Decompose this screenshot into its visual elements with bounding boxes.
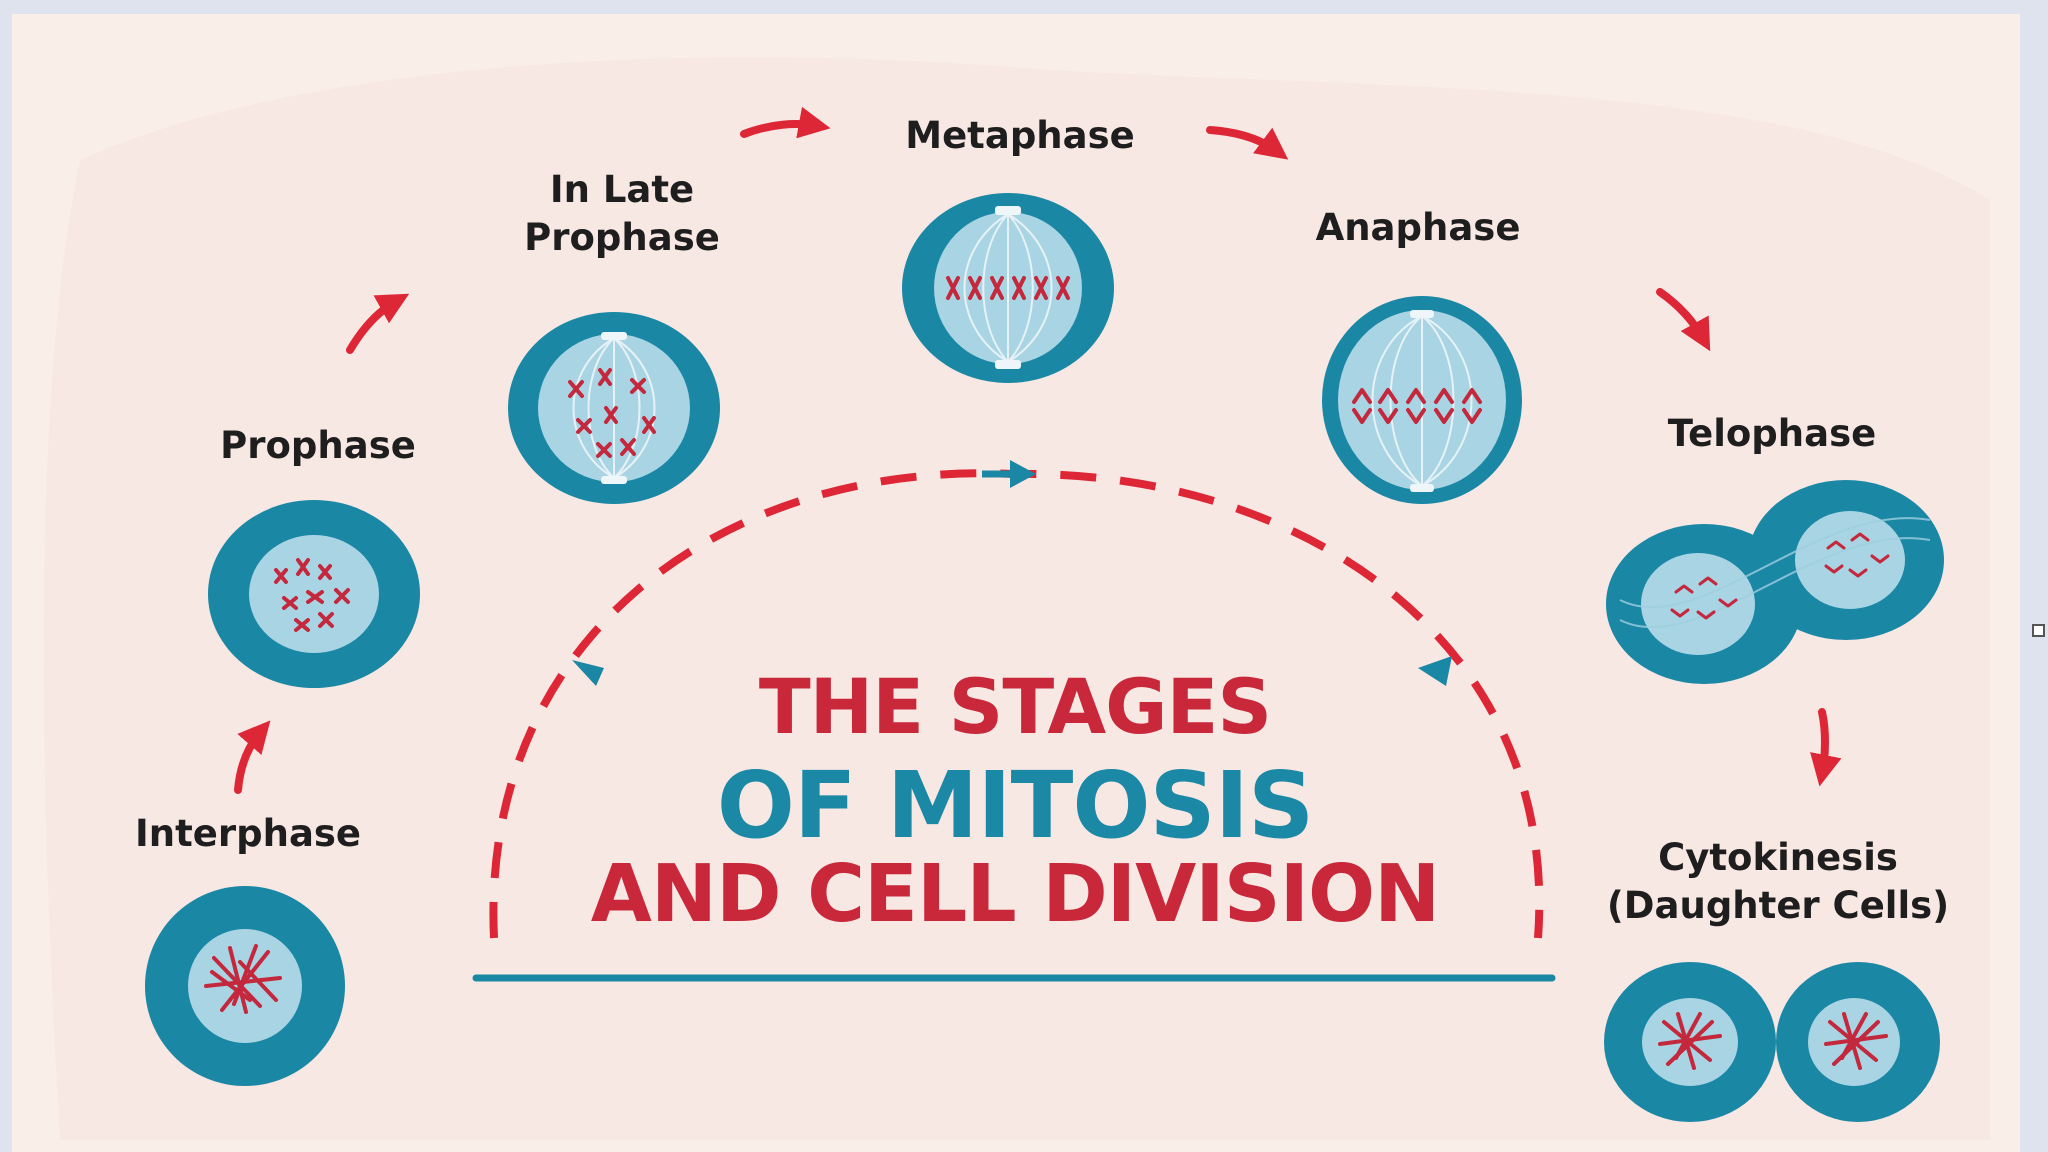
title-of: OF xyxy=(716,752,887,859)
cell-daughter-left xyxy=(1604,962,1776,1122)
chromosome-icon xyxy=(1658,1012,1722,1070)
arrow-icon xyxy=(1656,288,1711,352)
arrow-icon xyxy=(234,720,271,794)
label-metaphase: Metaphase xyxy=(905,114,1135,157)
cell-telophase xyxy=(1606,480,1944,684)
chromosome-icon xyxy=(204,944,282,1014)
spindle-icon xyxy=(572,337,656,479)
label-anaphase: Anaphase xyxy=(1315,206,1521,249)
title-mitosis: MITOSIS xyxy=(886,752,1314,859)
spindle-icon xyxy=(1619,517,1931,628)
resize-handle[interactable] xyxy=(2032,624,2045,637)
progression-arrows xyxy=(234,106,1842,794)
cell-interphase xyxy=(145,886,345,1086)
cell-late-prophase xyxy=(508,312,720,504)
label-interphase: Interphase xyxy=(134,812,362,855)
chromosome-icon xyxy=(274,558,350,632)
arrow-icon xyxy=(1810,708,1842,787)
cell-anaphase xyxy=(1322,296,1522,504)
chromosome-icon xyxy=(1670,532,1890,620)
arrow-icon xyxy=(1206,126,1289,160)
chromosome-icon xyxy=(568,368,656,458)
arch-triangle-left-icon xyxy=(572,660,604,686)
chromosome-icon xyxy=(946,276,1070,300)
arch-triangle-right-icon xyxy=(1418,656,1452,686)
arrow-icon xyxy=(346,293,410,354)
label-late-prophase: In Late Prophase xyxy=(524,168,720,259)
title-line-1: THE STAGES xyxy=(758,662,1272,751)
cell-prophase xyxy=(208,500,420,688)
arch-arrow-top-icon xyxy=(982,460,1036,488)
label-cytokinesis: Cytokinesis (Daughter Cells) xyxy=(1606,836,1950,927)
chromosome-icon xyxy=(1352,388,1482,424)
title-line-2: OF MITOSIS xyxy=(716,752,1315,859)
arrow-icon xyxy=(740,106,831,139)
title-line-3: AND CELL DIVISION xyxy=(590,848,1441,940)
background-blob xyxy=(43,57,1991,1141)
spindle-icon xyxy=(1371,315,1473,487)
chromosome-icon xyxy=(1824,1012,1888,1070)
cell-metaphase xyxy=(902,193,1114,383)
spindle-icon xyxy=(963,213,1053,363)
label-telophase: Telophase xyxy=(1667,412,1877,455)
cell-daughter-right xyxy=(1776,962,1940,1122)
label-prophase: Prophase xyxy=(220,424,416,467)
